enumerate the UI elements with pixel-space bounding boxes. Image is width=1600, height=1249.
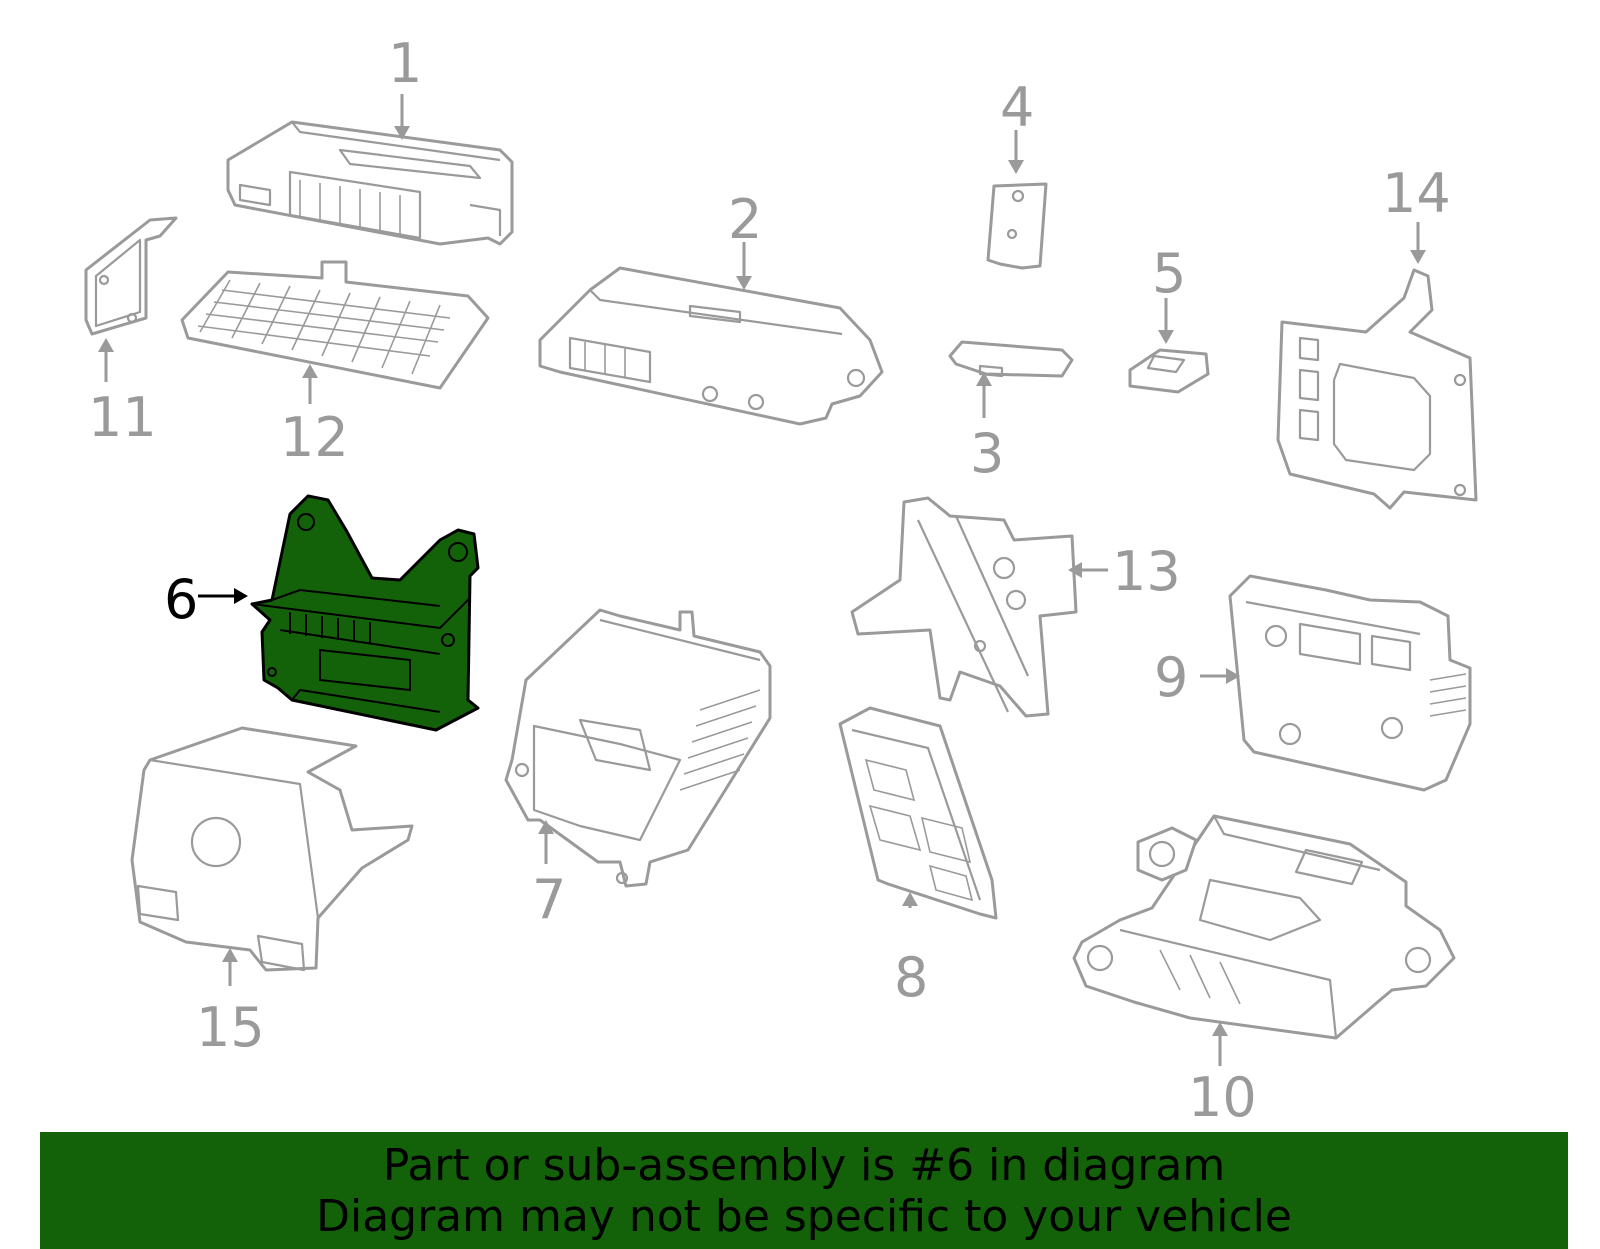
- banner-line-1: Part or sub-assembly is #6 in diagram: [382, 1140, 1226, 1191]
- callout-12: 12: [280, 406, 349, 469]
- callout-1: 1: [388, 32, 422, 95]
- part-4-plate[interactable]: [986, 182, 1048, 270]
- callout-11: 11: [88, 386, 157, 449]
- part-5-sensor[interactable]: [1128, 348, 1210, 394]
- callout-15: 15: [196, 996, 265, 1059]
- part-14-bracket[interactable]: [1276, 268, 1478, 510]
- callout-10: 10: [1188, 1066, 1257, 1129]
- callout-3: 3: [970, 422, 1004, 485]
- part-11-bracket[interactable]: [84, 216, 178, 336]
- part-13-bracket[interactable]: [850, 496, 1078, 718]
- part-10-module[interactable]: [1072, 814, 1456, 1040]
- part-9-module[interactable]: [1228, 574, 1472, 792]
- callout-4: 4: [1000, 76, 1034, 139]
- part-7-module[interactable]: [504, 608, 772, 888]
- part-3-module[interactable]: [948, 340, 1074, 378]
- part-1-module[interactable]: [226, 120, 514, 246]
- callout-labels: 1 2 3 4 5 6 7 8 9 10 11 12 13 14 15: [88, 32, 1451, 1129]
- selected-part-banner: Part or sub-assembly is #6 in diagram Di…: [40, 1132, 1568, 1249]
- callout-5: 5: [1152, 242, 1186, 305]
- part-15-bracket[interactable]: [130, 726, 414, 972]
- leader-lines: [98, 94, 1426, 1066]
- callout-2: 2: [728, 188, 762, 251]
- banner-line-2: Diagram may not be specific to your vehi…: [316, 1191, 1292, 1242]
- callout-8: 8: [894, 946, 928, 1009]
- callout-7: 7: [532, 868, 566, 931]
- callout-14: 14: [1382, 162, 1451, 225]
- callout-9: 9: [1154, 646, 1188, 709]
- part-6-selected-module[interactable]: [250, 494, 480, 732]
- part-8-fuse-block[interactable]: [838, 706, 998, 920]
- part-2-module[interactable]: [538, 266, 884, 426]
- callout-13: 13: [1112, 540, 1181, 603]
- part-12-fuse-tray[interactable]: [180, 260, 490, 390]
- callout-6: 6: [164, 568, 198, 631]
